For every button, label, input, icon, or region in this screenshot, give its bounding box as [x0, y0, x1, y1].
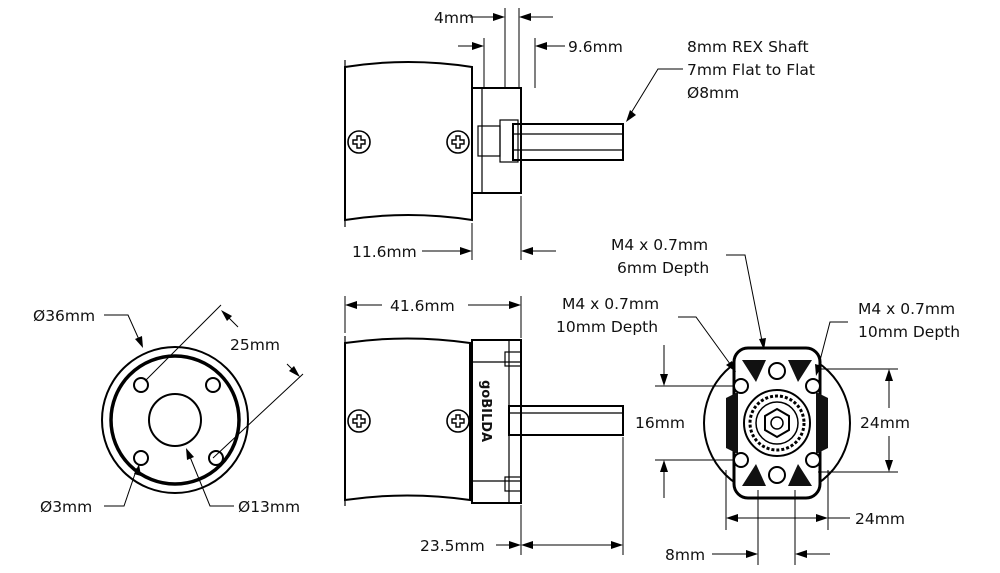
screw-icon: [446, 409, 470, 433]
tap-a-line-1: M4 x 0.7mm: [611, 236, 708, 254]
tapped-hole-icon: [733, 378, 749, 394]
outer-diameter-circle: [101, 346, 249, 494]
dim-dia-13mm: Ø13mm: [238, 498, 300, 516]
tapped-hole-icon: [768, 466, 786, 484]
dim-8mm: 8mm: [665, 546, 705, 564]
mount-hole-icon: [208, 450, 224, 466]
shaft-top: [512, 123, 624, 161]
shaft-spec-line-2: 7mm Flat to Flat: [687, 61, 815, 79]
dim-16mm: 16mm: [635, 414, 685, 432]
shaft-spec-line-1: 8mm REX Shaft: [687, 38, 809, 56]
dim-4mm: 4mm: [434, 9, 474, 27]
shaft-side: [508, 405, 624, 436]
shaft-spec-line-3: Ø8mm: [687, 84, 739, 102]
tap-c-line-2: 10mm Depth: [858, 323, 960, 341]
dim-25mm: 25mm: [230, 336, 280, 354]
dim-11-6mm: 11.6mm: [352, 243, 417, 261]
gearbox-top: [471, 87, 522, 194]
tapped-hole-icon: [805, 378, 821, 394]
dim-dia-36mm: Ø36mm: [33, 307, 95, 325]
top-view: 4mm 9.6mm 11.6mm 8mm REX Shaft 7mm Flat …: [344, 8, 815, 261]
screw-icon: [347, 409, 371, 433]
dim-dia-3mm: Ø3mm: [40, 498, 92, 516]
end-view: M4 x 0.7mm 6mm Depth M4 x 0.7mm 10mm Dep…: [556, 236, 960, 565]
mount-hole-icon: [133, 450, 149, 466]
side-view: goBILDA 41.6mm 23.5mm: [344, 296, 624, 555]
screw-icon: [446, 130, 470, 154]
screw-icon: [347, 130, 371, 154]
tapped-hole-icon: [768, 362, 786, 380]
tap-b-line-2: 10mm Depth: [556, 318, 658, 336]
dim-41-6mm: 41.6mm: [390, 297, 455, 315]
tap-c-line-1: M4 x 0.7mm: [858, 300, 955, 318]
motor-body-top: [344, 60, 473, 227]
front-view: Ø36mm 25mm Ø3mm Ø13mm: [33, 304, 304, 516]
dim-9-6mm: 9.6mm: [568, 38, 623, 56]
dim-24mm-horizontal: 24mm: [855, 510, 905, 528]
mount-hole-icon: [205, 377, 221, 393]
dim-24mm-vertical: 24mm: [860, 414, 910, 432]
motor-body-side: [344, 336, 471, 506]
gobilda-logo: goBILDA: [478, 380, 493, 442]
center-bore: [148, 393, 202, 447]
mount-hole-icon: [133, 377, 149, 393]
tapped-hole-icon: [805, 452, 821, 468]
tap-b-line-1: M4 x 0.7mm: [562, 295, 659, 313]
tap-a-line-2: 6mm Depth: [617, 259, 709, 277]
tapped-hole-icon: [733, 452, 749, 468]
dim-23-5mm: 23.5mm: [420, 537, 485, 555]
